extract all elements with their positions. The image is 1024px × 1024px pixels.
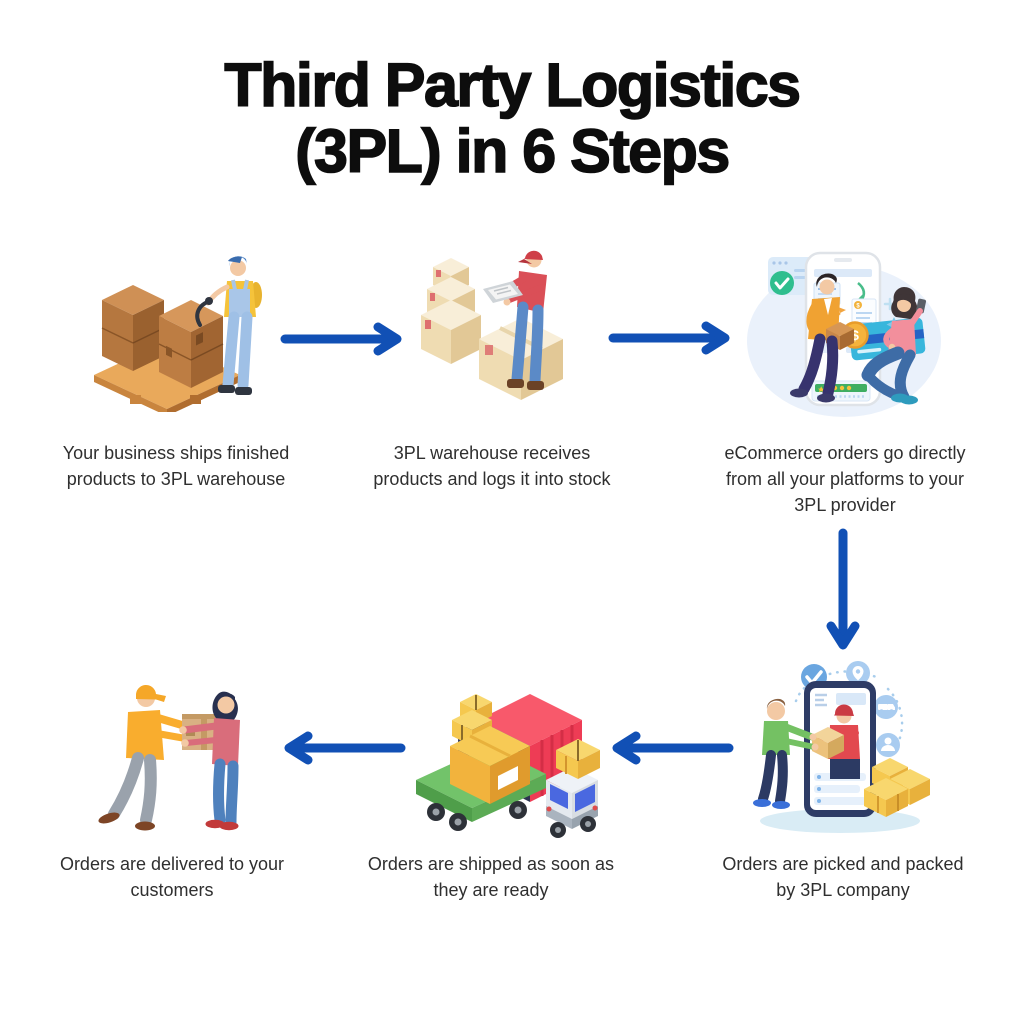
step3-illustration-ecommerce-phone-checkout: $ $ bbox=[747, 251, 941, 417]
step1-caption: Your business ships finished products to… bbox=[62, 443, 290, 489]
orange-crate bbox=[450, 726, 530, 804]
step5-illustration-container-trucks-shipping bbox=[416, 694, 600, 838]
step1-illustration-worker-with-pallet-of-boxes bbox=[94, 256, 262, 412]
step4-illustration-pick-and-pack-phone-courier bbox=[753, 661, 930, 833]
step2-caption: 3PL warehouse receives products and logs… bbox=[373, 443, 611, 489]
parcel-right bbox=[556, 739, 600, 779]
man-with-box-figure bbox=[790, 273, 854, 403]
worker-figure bbox=[195, 256, 262, 395]
step6-caption: Orders are delivered to your customers bbox=[59, 854, 285, 900]
white-truck-cab bbox=[546, 767, 598, 838]
woman-with-phone-figure bbox=[861, 287, 926, 405]
step3-caption: eCommerce orders go directly from all yo… bbox=[724, 443, 966, 515]
step6-illustration-courier-handing-package-to-customer bbox=[98, 684, 240, 831]
parcel-stack bbox=[864, 758, 930, 817]
arrow-step5-to-step6 bbox=[284, 731, 406, 765]
step5-caption: Orders are shipped as soon as they are r… bbox=[367, 854, 615, 900]
svg-text:$: $ bbox=[851, 327, 859, 343]
customer-figure bbox=[179, 691, 240, 831]
page-title: Third Party Logistics (3PL) in 6 Steps bbox=[224, 51, 802, 185]
arrow-step3-to-step4 bbox=[826, 528, 860, 650]
svg-text:$: $ bbox=[856, 304, 860, 310]
arrow-step4-to-step5 bbox=[612, 731, 734, 765]
step4-caption: Orders are picked and packed by 3PL comp… bbox=[722, 854, 964, 900]
arrow-step2-to-step3 bbox=[608, 321, 730, 355]
receiving-worker-figure bbox=[483, 250, 547, 390]
receiving-man-figure bbox=[753, 698, 819, 809]
arrow-step1-to-step2 bbox=[280, 322, 402, 356]
step2-illustration-warehouse-worker-clipboard-boxes bbox=[421, 250, 563, 400]
courier-figure bbox=[98, 684, 199, 831]
